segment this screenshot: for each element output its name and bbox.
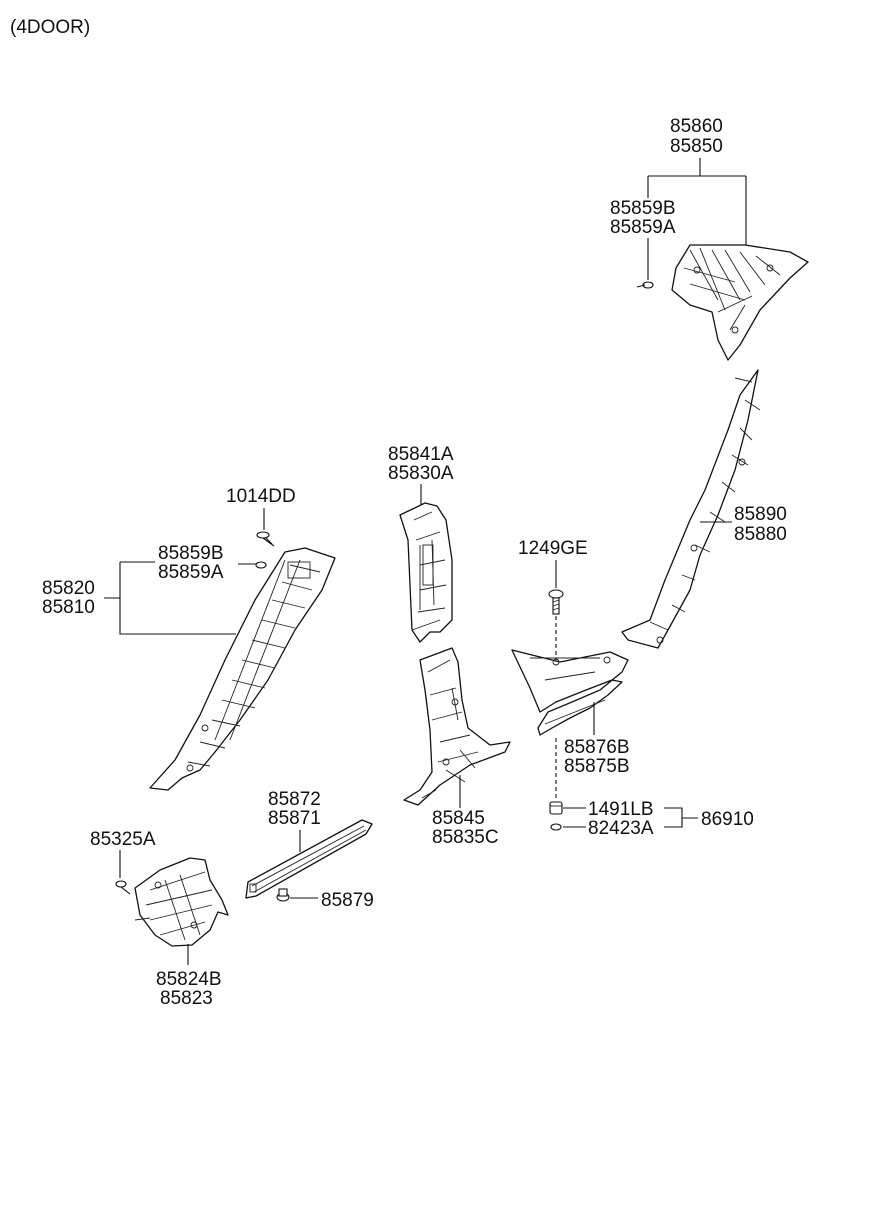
callout-85872: 85872 85871: [268, 789, 321, 829]
part-number: 85325A: [90, 829, 156, 850]
screw-1249ge: [548, 589, 564, 615]
part-number: 85871: [268, 808, 321, 829]
clip-85879: [276, 888, 290, 902]
screw-85325a: [115, 880, 131, 895]
nut-1491lb: [549, 801, 563, 815]
part-number: 85890: [734, 504, 787, 525]
washer-82423a: [550, 823, 562, 831]
callout-85859b-top: 85859B 85859A: [610, 198, 676, 238]
rear-pillar-upper-trim: [671, 244, 809, 361]
screw-1014dd: [256, 531, 275, 547]
callout-85859b-left: 85859B 85859A: [158, 543, 224, 583]
part-number: 85823: [160, 988, 213, 1009]
callout-86910: 86910: [701, 809, 754, 830]
callout-85841a: 85841A 85830A: [388, 444, 454, 484]
b-pillar-lower-trim: [403, 647, 511, 806]
callout-1014dd: 1014DD: [226, 486, 296, 507]
clip-85859b-top: [636, 281, 654, 289]
part-number: 85859A: [610, 217, 676, 238]
part-number: 85876B: [564, 737, 630, 758]
part-number: 85810: [42, 597, 95, 618]
cowl-side-trim: [134, 857, 229, 947]
part-number: 85845: [432, 808, 485, 829]
callout-85820: 85820 85810: [42, 578, 95, 618]
variant-label: (4DOOR): [10, 17, 90, 38]
callout-85824b: 85824B 85823: [156, 969, 222, 1009]
leader-85820: [104, 561, 236, 635]
clip-85859b-left: [255, 561, 267, 569]
leader-1491lb: [563, 807, 586, 828]
part-number: 1491LB: [588, 799, 654, 820]
leader-85860: [647, 158, 747, 252]
callout-85876b: 85876B 85875B: [564, 737, 630, 777]
part-number: 85859B: [610, 198, 676, 219]
callout-85890: 85890 85880: [734, 504, 787, 545]
a-pillar-trim: [149, 547, 336, 791]
part-number: 1249GE: [518, 538, 588, 559]
part-number: 85875B: [564, 756, 630, 777]
part-number: 85841A: [388, 444, 454, 465]
quarter-lower-trim: [511, 649, 629, 736]
b-pillar-upper-trim: [399, 502, 453, 643]
part-number: 86910: [701, 809, 754, 830]
part-number: 85824B: [156, 969, 222, 990]
part-number: 82423A: [588, 818, 654, 839]
part-number: 85872: [268, 789, 321, 810]
callout-1249ge: 1249GE: [518, 538, 588, 559]
part-number: 1014DD: [226, 486, 296, 507]
callout-85845: 85845 85835C: [432, 808, 499, 848]
callout-85879: 85879: [321, 890, 374, 911]
part-number: 85835C: [432, 827, 499, 848]
callout-85860: 85860 85850: [670, 116, 723, 157]
sill-scuff-plate: [245, 819, 373, 899]
part-number: 85820: [42, 578, 95, 599]
c-pillar-trim: [621, 369, 761, 649]
part-number: 85880: [734, 524, 787, 545]
part-number: 85879: [321, 890, 374, 911]
part-number: 85860: [670, 116, 723, 137]
part-number: 85830A: [388, 463, 454, 484]
part-number: 85859B: [158, 543, 224, 564]
part-number: 85859A: [158, 562, 224, 583]
callout-1491lb: 1491LB 82423A: [588, 799, 654, 839]
part-number: 85850: [670, 136, 723, 157]
callout-85325a: 85325A: [90, 829, 156, 850]
leader-86910: [664, 807, 698, 828]
